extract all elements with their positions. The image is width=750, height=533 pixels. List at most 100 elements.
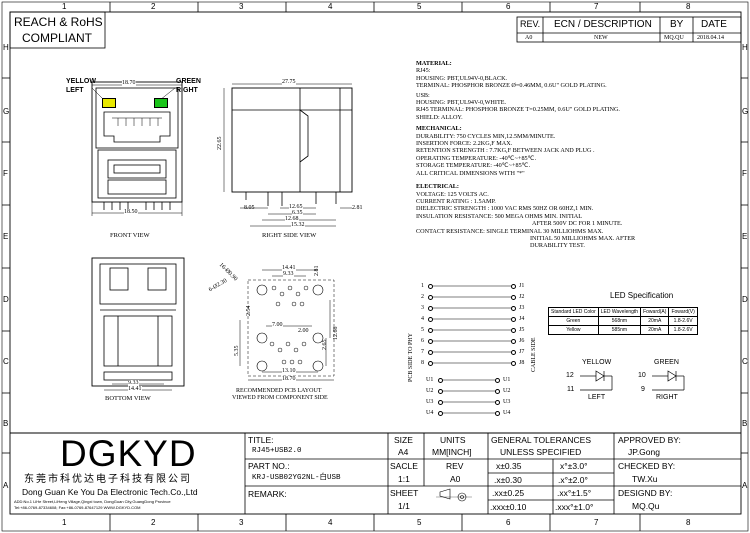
row-label-b-right: B [742,419,748,428]
column-label-7: 7 [594,2,599,11]
part-number-value: KRJ-USB02YG2NL-白USB [252,474,341,482]
schematic-pin-node [511,295,516,300]
schematic-pin-node [428,306,433,311]
units-label: UNITS [440,435,466,445]
row-label-a-right: A [742,481,748,490]
company-logo: DGKYD [60,433,197,474]
checked-by-label: CHECKED BY: [618,461,676,471]
mechanical-line: OPERATING TEMPERATURE: -40℃~+85℃. [416,154,537,162]
schematic-usb-right-pin: U1 [503,377,511,383]
schematic-usb-left-pin: U4 [426,410,434,416]
material-line: SHIELD: ALLOY. [416,113,463,121]
sheet-label: SHEET [390,488,419,498]
schematic-pin-node [428,339,433,344]
led-spec-header: Standard LED Color [548,307,599,317]
pcb-dim-5-35: 5.35 [234,345,240,357]
material-line: HOUSING: PBT,UL94V-0,BLACK. [416,74,508,82]
row-label-a: A [3,481,9,490]
column-label-6-bottom: 6 [506,518,511,527]
row-label-g-right: G [742,107,749,116]
electrical-line: CONTACT RESISTANCE: SINGLE TERMINAL 30 M… [416,227,604,235]
schematic-right-pin: J1 [519,283,525,289]
electrical-line: INITIAL 50 MILLIOHMS MAX. AFTER [530,234,636,242]
company-contact: Tel:+86-0769-87334608; Fax:+86-0769-8764… [14,505,141,510]
electrical-line: AFTER 500V DC FOR 1 MINUTE. [532,220,623,228]
mechanical-line: DURABILITY: 750 CYCLES MIN,12.5MM/MINUTE… [416,132,556,140]
designed-by-label: DESIGND BY: [618,488,673,498]
pcb-dim-14-41: 14.41 [282,265,296,271]
approved-by-label: APPROVED BY: [618,435,681,445]
front-green-label: GREEN [176,78,201,85]
ecn-value: NEW [594,35,608,41]
electrical-line: DURABILITY TEST. [530,242,585,250]
row-label-e-right: E [742,232,748,241]
tolerance-linear: .xx±0.25 [492,488,525,498]
company-address: ADD:No.1 LiHe Street,LiHeng Village,Qing… [14,499,171,504]
schematic-pin-node [511,284,516,289]
part-number-label: PART NO.: [248,461,290,471]
material-line: RJ45 TERMINAL: PHOSPHOR BRONZE T=0.25MM,… [416,106,620,114]
schematic-pin-node [438,389,443,394]
led-pin-12: 12 [566,372,574,379]
tolerance-linear: x±0.35 [496,461,522,471]
column-label-3-bottom: 3 [239,518,244,527]
mechanical-line: ALL CRITICAL DIMENSIONS WITH "*" [416,169,525,177]
led-spec-cell: 1.8-2.6V [668,316,698,326]
column-label-1-bottom: 1 [62,518,67,527]
led-yellow-indicator [102,98,116,108]
led-pin-9: 9 [641,386,645,393]
column-label-7-bottom: 7 [594,518,599,527]
material-line: HOUSING: PBT,UL94V-0,WHITE. [416,99,507,107]
schematic-left-pin: 7 [421,349,424,355]
row-label-b: B [3,419,9,428]
schematic-pin-node [511,361,516,366]
approved-by-value: JP.Gong [628,447,660,457]
by-value: MQ.QU [664,35,684,41]
schematic-pin-node [428,350,433,355]
row-label-d-right: D [742,295,748,304]
pcb-caption-line-2: VIEWED FROM COMPONENT SIDE [232,395,328,401]
row-label-c-right: C [742,357,748,366]
electrical-line: DIELECTRIC STRENGTH : 1000 VAC RMS 50HZ … [416,205,594,213]
scale-value: 1:1 [398,474,410,484]
schematic-left-pin: 3 [421,305,424,311]
led-spec-cell: 20mA [640,316,670,326]
side-dim-top: 27.75 [282,79,296,85]
pcb-dim-12-68: 12.68 [333,326,339,341]
side-dim-right: 2.81 [352,205,363,211]
electrical-line: CURRENT RATING : 1.5AMP. [416,197,496,205]
schematic-left-pin: 5 [421,327,424,333]
column-label-6: 6 [506,2,511,11]
side-dim-a: 12.65 [289,204,303,210]
pcb-dim-9-33: 9.33 [283,271,294,277]
led-symbol-right-label: RIGHT [656,394,678,401]
schematic-pin-node [495,411,500,416]
compliance-line-1: REACH & RoHS [14,15,103,29]
led-pin-11: 11 [567,386,575,393]
pcb-dim-2-81: 2.81 [314,265,320,277]
pcb-dim-13-10: 13.10 [282,368,296,374]
bottom-dim-b: 14.41 [128,386,142,392]
schematic-right-pin: J4 [519,316,525,322]
column-label-4: 4 [328,2,333,11]
row-label-g: G [3,107,10,116]
tolerance-angular: .xxx°±1.0° [555,502,594,512]
material-line: TERMINAL: PHOSPHOR BRONZE Ø=0.46MM, 0.6U… [416,82,607,90]
schematic-pin-node [495,378,500,383]
size-value: A4 [398,447,409,457]
schematic-usb-right-pin: U3 [503,399,511,405]
bottom-view-caption: BOTTOM VIEW [105,395,151,402]
company-name-en: Dong Guan Ke You Da Electronic Tech.Co.,… [22,487,198,497]
title-label: TITLE: [248,435,274,445]
led-spec-cell: Yellow [548,325,599,335]
side-dim-left: 8.05 [244,205,255,211]
schematic-pin-node [428,328,433,333]
led-spec-cell: 1.8-2.6V [668,325,698,335]
rev-block-value: A0 [450,474,461,484]
column-label-4-bottom: 4 [328,518,333,527]
rev-label: REV [446,461,464,471]
table-row: Yellow 585nm 20mA 1.8-2.6V [548,325,698,335]
compliance-line-2: COMPLIANT [22,31,93,45]
column-label-5-bottom: 5 [417,518,422,527]
row-label-c: C [3,357,9,366]
